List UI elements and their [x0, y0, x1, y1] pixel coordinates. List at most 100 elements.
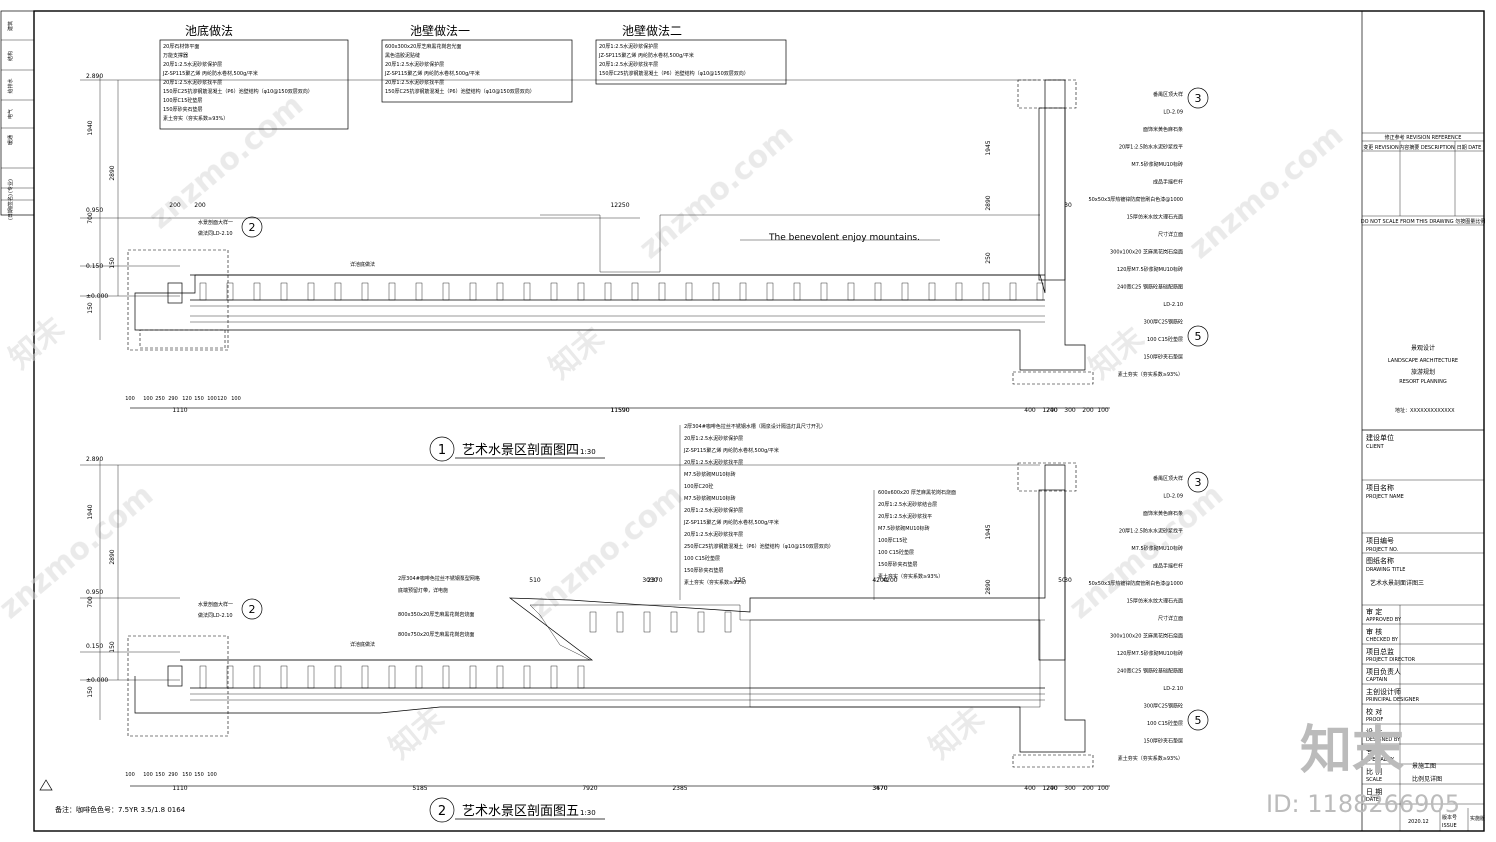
callout-right: 15厚仿米水纹大理石光面 — [1127, 598, 1183, 605]
note-line: JZ-SP115聚乙烯 丙纶防水卷材,500g/平米 — [384, 70, 480, 77]
watermark-brand: znzmo.com — [523, 478, 690, 626]
watermark-logo: 知末 — [383, 701, 451, 766]
height-dim: 150 — [109, 257, 116, 269]
callout-mid: 150厚砂夹石垫层 — [684, 567, 724, 574]
scale-value: 比例见详图 — [1412, 775, 1442, 783]
drawing-title-label-en: DRAWING TITLE — [1366, 567, 1405, 573]
callout-right: 300x100x20 芝麻黑花岗石烧面 — [1110, 249, 1183, 256]
height-dim: 2890 — [109, 165, 116, 180]
height-dim: 2890 — [985, 195, 992, 210]
project-no-label: 项目编号 — [1366, 536, 1394, 545]
note-title: 池底做法 — [185, 23, 233, 38]
level-mark: 2.890 — [86, 456, 103, 463]
section-number: 1 — [438, 443, 446, 458]
callout-mid: 20厚1:2.5水泥砂浆保护层 — [684, 507, 743, 514]
floor-label: 详池底做法 — [350, 641, 375, 648]
section-4-labels: 2.8900.9500.150±0.0001940289070015015019… — [86, 73, 1209, 462]
floor-label: 详池底做法 — [350, 261, 375, 268]
dim-bottom: 100 — [207, 396, 217, 402]
watermark-brand: znzmo.com — [0, 478, 160, 626]
callout-right: 50x50x3厚热镀锌防腐管刷白色漆@1000 — [1088, 580, 1183, 587]
dim-top: 200 — [194, 202, 206, 209]
callout-mid2: 20厚1:2.5水泥砂浆找平 — [878, 513, 932, 520]
dim-bottom: 200 — [1082, 407, 1094, 414]
callout-right: 20厚1:2.5防水水泥砂浆找平 — [1119, 528, 1183, 535]
dim-bottom: 400 — [1024, 407, 1036, 414]
callout-right: LD-2.09 — [1163, 494, 1183, 500]
callout-right: 300x100x20 芝麻黑花岗石烧面 — [1110, 633, 1183, 640]
dim-bottom: 200 — [1046, 407, 1058, 414]
dim-top: 510 — [529, 577, 541, 584]
section-5-labels: 2.8900.9500.150±0.0001940289070015015019… — [86, 423, 1209, 823]
dim-bottom: 11590 — [610, 407, 629, 414]
watermark-brand: znzmo.com — [633, 118, 800, 266]
dim-top: 30 — [1064, 577, 1072, 584]
role-label-en: SCALE — [1366, 777, 1382, 783]
callout-right: 番禺区顶大样 — [1153, 475, 1183, 482]
role-label-en: DESIGNED BY — [1366, 737, 1401, 743]
issue-value: 实施版 — [1470, 815, 1485, 822]
dim-top: 3030 — [642, 577, 657, 584]
height-dim: 1940 — [87, 504, 94, 519]
watermarks: 知末 znzmo.com 知末 znzmo.com 知末 znzmo.com z… — [0, 88, 1350, 766]
date-value: 2020.12 — [1408, 819, 1429, 825]
callout-right: LD-2.09 — [1163, 110, 1183, 116]
callout-mid: 20厚1:2.5水泥砂浆保护层 — [684, 435, 743, 442]
callout-right: 成品手摇栏杆 — [1153, 563, 1183, 570]
callout-right: 150厚砂夹石垫层 — [1143, 738, 1183, 745]
company-cn-2: 旅游规划 — [1411, 368, 1435, 376]
dim-bottom: 290 — [168, 772, 178, 778]
note-line: 20厚1:2.5水泥砂浆找平层 — [385, 79, 444, 86]
watermark-logo-large: 知末 — [1300, 721, 1404, 781]
height-dim: 1945 — [985, 140, 992, 155]
dim-bottom: 100 — [143, 772, 153, 778]
role-label: 主创设计师 — [1366, 687, 1401, 696]
note-line: JZ-SP115聚乙烯 丙纶防水卷材,500g/平米 — [162, 70, 258, 77]
callout-right: 面饰米黄色麻石条 — [1143, 126, 1183, 133]
callout-left: 800x350x20厚芝麻黑花岗岩烧面 — [398, 611, 474, 618]
dim-bottom: 150 — [194, 396, 204, 402]
callout-right: 100 C15砼垫层 — [1147, 720, 1183, 727]
ref-number: 2 — [249, 221, 256, 234]
callout-right: 100 C15砼垫层 — [1147, 336, 1183, 343]
section-number: 2 — [438, 804, 446, 819]
section-5-drawing — [80, 460, 1094, 768]
callout-mid: M7.5砂浆砌MU10标砖 — [684, 495, 736, 502]
level-mark: 0.150 — [86, 263, 103, 270]
drawing-title-value: 艺术水景剖面详图三 — [1370, 579, 1424, 587]
dim-top: 125 — [734, 577, 746, 584]
section-scale: 1:30 — [580, 448, 596, 456]
dim-bottom: 150 — [182, 772, 192, 778]
dim-bottom: 100 — [207, 772, 217, 778]
role-label: 日 期 — [1366, 788, 1382, 796]
role-label: 专 业 — [1366, 747, 1382, 756]
callout-right: 成品手摇栏杆 — [1153, 179, 1183, 186]
dim-top: 50 — [1058, 577, 1066, 584]
height-dim: 2890 — [985, 579, 992, 594]
sign-text: The benevolent enjoy mountains. — [768, 233, 920, 243]
note-line: JZ-SP115聚乙烯 丙纶防水卷材,500g/平米 — [598, 52, 694, 59]
drawing-title-label: 图纸名称 — [1366, 556, 1394, 565]
dim-bottom: 1110 — [172, 407, 187, 414]
ref-number: 3 — [1195, 476, 1202, 489]
section-4-drawing — [80, 75, 1094, 385]
note-line: 20厚1:2.5水泥砂浆找平层 — [599, 61, 658, 68]
callout-right: 120厚M7.5砂浆砌MU10标砖 — [1117, 266, 1183, 273]
dim-top: 30 — [1064, 202, 1072, 209]
callout-right: 素土夯实（夯实系数≥93%） — [1118, 755, 1183, 762]
note-line: 150厚C25抗渗钢筋混凝土（P6）池壁结构（φ10@150双层双向） — [163, 88, 313, 95]
ref-text: 做法同LD-2.10 — [198, 612, 233, 619]
callout-right: 素土夯实（夯实系数≥93%） — [1118, 371, 1183, 378]
callout-mid2: 素土夯实（夯实系数≥93%） — [878, 573, 943, 580]
callout-mid2: 600x600x20 厚芝麻黑花岗石烧面 — [878, 489, 956, 496]
dim-bottom: 120 — [217, 396, 227, 402]
project-name-label: 项目名称 — [1366, 483, 1394, 492]
project-name-label-en: PROJECT NAME — [1366, 494, 1404, 500]
dim-bottom: 100 — [125, 396, 135, 402]
role-label-en: SPECIALITY — [1366, 757, 1395, 763]
note-line: 20厚石材饰平面 — [163, 43, 199, 50]
footnote: 备注：咖啡色色号：7.5YR 3.5/1.8 0164 — [55, 805, 186, 814]
